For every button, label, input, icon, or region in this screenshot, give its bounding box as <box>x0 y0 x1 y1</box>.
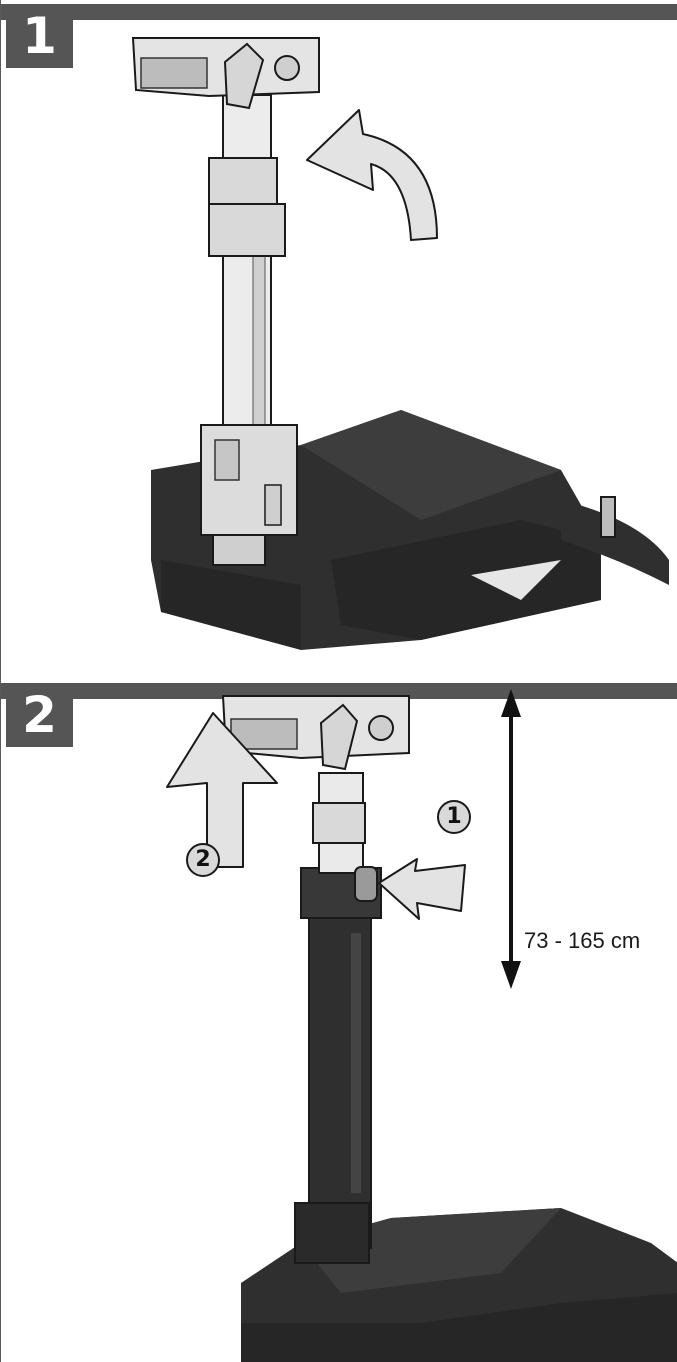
step-1-number: 1 <box>6 4 73 68</box>
lower-mast <box>294 867 382 1264</box>
shoulder-strap <box>561 496 669 585</box>
pull-up-arrow <box>166 712 278 868</box>
base-case <box>151 410 601 650</box>
upper-mast <box>312 772 366 874</box>
release-button <box>354 866 378 902</box>
rotate-up-arrow <box>306 109 438 241</box>
height-range-label: 73 - 165 cm <box>524 928 641 953</box>
light-head <box>221 695 410 771</box>
callout-push-button: 1 <box>437 800 471 834</box>
telescopic-mast <box>200 94 298 566</box>
step-2-header-bar <box>1 683 677 699</box>
push-arrow <box>378 858 466 920</box>
callout-pull-up: 2 <box>186 843 220 877</box>
step-1-panel: 1 <box>0 0 677 683</box>
step-2-panel: 2 <box>0 683 677 1362</box>
step-2-illustration <box>166 689 677 1362</box>
step-1-header-bar <box>1 4 677 20</box>
step-2-number: 2 <box>6 683 73 747</box>
step-1-illustration <box>131 37 669 650</box>
light-head <box>131 37 320 110</box>
height-dimension-arrow <box>501 689 521 989</box>
